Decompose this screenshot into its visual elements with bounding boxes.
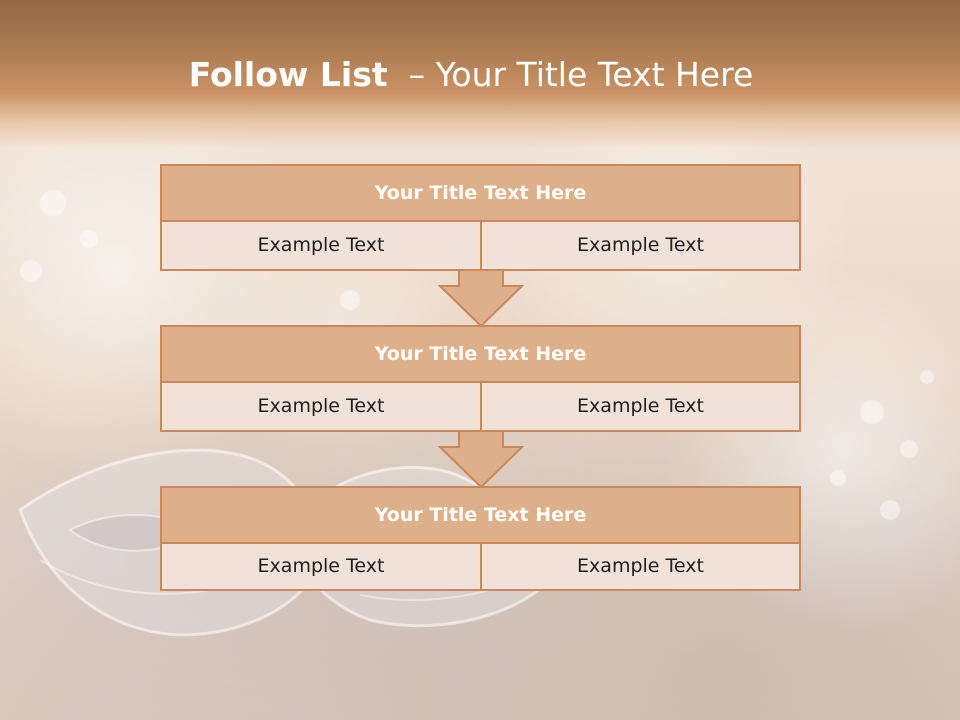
- bokeh-light: [80, 230, 98, 248]
- list-block-2: Your Title Text Here Example Text Exampl…: [160, 325, 801, 432]
- title-rest-part: – Your Title Text Here: [408, 55, 754, 94]
- block-cell-right: Example Text: [480, 381, 801, 432]
- block-cell-left: Example Text: [160, 381, 482, 432]
- block-title: Your Title Text Here: [160, 164, 801, 222]
- down-arrow-icon: [438, 270, 524, 328]
- title-bold-part: Follow List: [188, 55, 388, 94]
- list-block-1: Your Title Text Here Example Text Exampl…: [160, 164, 801, 271]
- slide-title: Follow List – Your Title Text Here: [0, 52, 942, 98]
- block-cell-left: Example Text: [160, 542, 482, 591]
- bokeh-light: [340, 290, 360, 310]
- header-band: [0, 0, 960, 150]
- bokeh-light: [880, 500, 900, 520]
- list-block-3: Your Title Text Here Example Text Exampl…: [160, 486, 801, 591]
- bokeh-light: [860, 400, 884, 424]
- bokeh-light: [40, 190, 66, 216]
- block-title: Your Title Text Here: [160, 486, 801, 544]
- block-cell-right: Example Text: [480, 220, 801, 271]
- block-title: Your Title Text Here: [160, 325, 801, 383]
- bokeh-light: [920, 370, 934, 384]
- block-cell-right: Example Text: [480, 542, 801, 591]
- bokeh-light: [20, 260, 42, 282]
- bokeh-light: [830, 470, 846, 486]
- down-arrow-icon: [438, 431, 524, 489]
- bokeh-light: [900, 440, 918, 458]
- block-cell-left: Example Text: [160, 220, 482, 271]
